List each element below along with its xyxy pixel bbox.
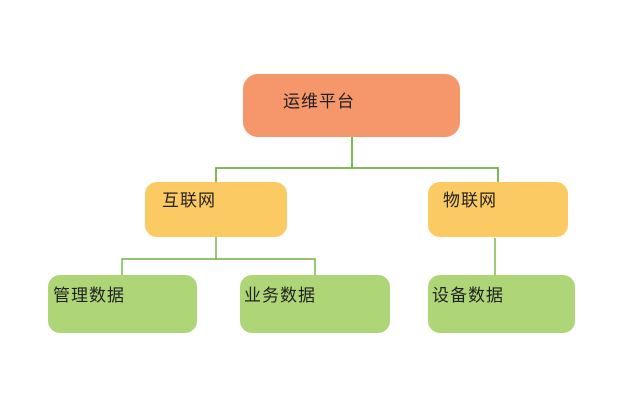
edge-internet-to-level3 <box>121 237 316 275</box>
node-management-data: 管理数据 <box>48 275 197 333</box>
node-device-data: 设备数据 <box>428 275 575 333</box>
node-iot-label: 物联网 <box>443 191 497 210</box>
node-ops-platform-label: 运维平台 <box>283 92 355 111</box>
node-business-data-label: 业务数据 <box>244 286 316 305</box>
edge-root-to-level2 <box>215 137 499 182</box>
node-management-data-label: 管理数据 <box>53 286 125 305</box>
node-device-data-label: 设备数据 <box>432 286 504 305</box>
node-internet: 互联网 <box>145 182 287 237</box>
node-business-data: 业务数据 <box>240 275 390 333</box>
node-internet-label: 互联网 <box>162 191 216 210</box>
node-ops-platform: 运维平台 <box>243 74 460 137</box>
node-iot: 物联网 <box>428 182 568 237</box>
